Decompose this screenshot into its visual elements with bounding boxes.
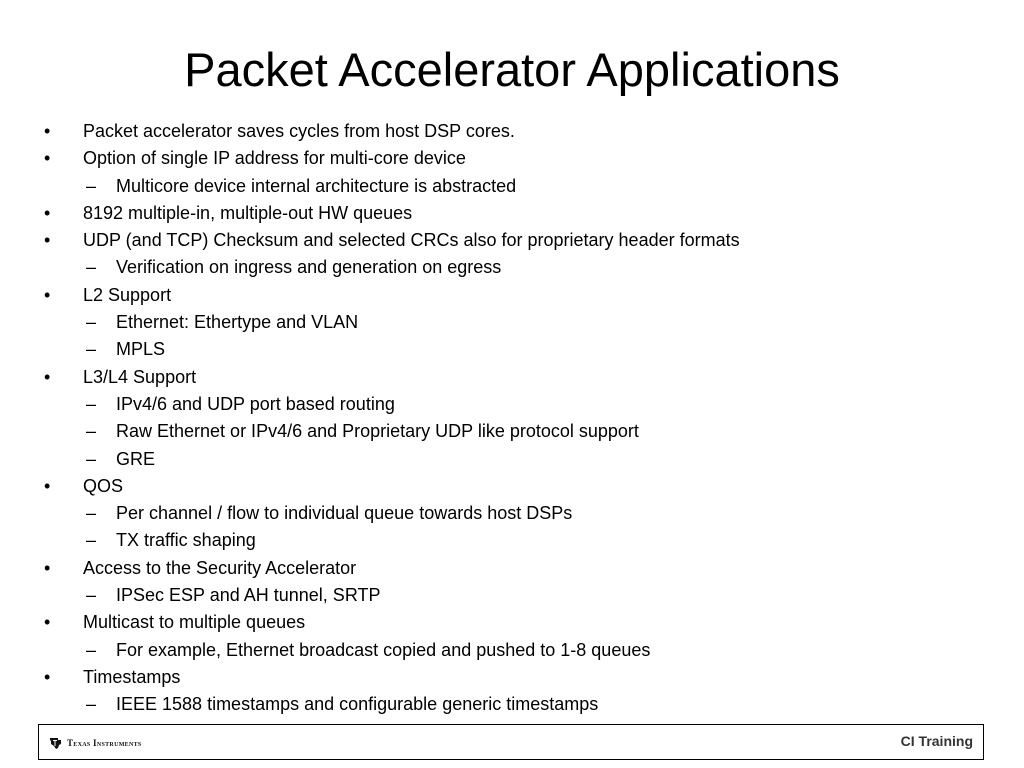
slide-title: Packet Accelerator Applications bbox=[184, 43, 840, 96]
bullet-text: 8192 multiple-in, multiple-out HW queues bbox=[83, 202, 413, 223]
bullet-text: QOS bbox=[83, 475, 124, 496]
bullet-text: GRE bbox=[116, 448, 156, 469]
bullet-text: Access to the Security Accelerator bbox=[83, 557, 357, 578]
dash-marker: – bbox=[86, 421, 97, 442]
bullet-text: Verification on ingress and generation o… bbox=[116, 257, 502, 278]
bullet-marker: • bbox=[44, 230, 51, 251]
bullet-item: • QOS bbox=[0, 473, 1024, 500]
bullet-item: • Packet accelerator saves cycles from ho… bbox=[0, 118, 1024, 145]
sub-bullet-item: –For example, Ethernet broadcast copied … bbox=[0, 637, 1024, 664]
dash-marker: – bbox=[86, 175, 97, 196]
bullet-text: Packet accelerator saves cycles from hos… bbox=[83, 121, 515, 141]
bullet-marker: • bbox=[44, 475, 51, 496]
bullet-text: Per channel / flow to individual queue t… bbox=[116, 503, 573, 524]
bullet-text: Multicast to multiple queues bbox=[83, 612, 306, 633]
bullet-text: UDP (and TCP) Checksum and selected CRCs… bbox=[83, 230, 740, 251]
bullet-item: • Access to the Security Accelerator bbox=[0, 555, 1024, 582]
bullet-text: Option of single IP address for multi-co… bbox=[83, 148, 466, 169]
bullet-text: L3/L4 Support bbox=[83, 366, 197, 387]
sub-bullet-item: –MPLS bbox=[0, 336, 1024, 363]
bullet-marker: • bbox=[44, 612, 51, 633]
dash-marker: – bbox=[86, 530, 97, 551]
bullet-marker: • bbox=[44, 148, 51, 169]
sub-bullet-item: –IPSec ESP and AH tunnel, SRTP bbox=[0, 582, 1024, 609]
company-name: Texas Instruments bbox=[67, 738, 142, 748]
bullet-item: • Option of single IP address for multi-c… bbox=[0, 145, 1024, 172]
sub-bullet-item: –IEEE 1588 timestamps and configurable g… bbox=[0, 691, 1024, 718]
bullet-text: IPv4/6 and UDP port based routing bbox=[116, 393, 395, 414]
bullet-marker: • bbox=[44, 284, 51, 305]
sub-bullet-item: –Verification on ingress and generation … bbox=[0, 254, 1024, 281]
bullet-item: • L3/L4 Support bbox=[0, 364, 1024, 391]
sub-bullet-item: –Ethernet: Ethertype and VLAN bbox=[0, 309, 1024, 336]
dash-marker: – bbox=[86, 694, 97, 715]
bullet-text: For example, Ethernet broadcast copied a… bbox=[116, 639, 651, 660]
dash-marker: – bbox=[86, 585, 97, 606]
bullet-item: • UDP (and TCP) Checksum and selected CRC… bbox=[0, 227, 1024, 254]
bullet-text: IPSec ESP and AH tunnel, SRTP bbox=[116, 585, 381, 606]
bullet-marker: • bbox=[44, 121, 51, 141]
bullet-item: • Timestamps bbox=[0, 664, 1024, 691]
bullet-text: Multicore device internal architecture i… bbox=[116, 175, 517, 196]
dash-marker: – bbox=[86, 393, 97, 414]
bullet-list: • Packet accelerator saves cycles from ho… bbox=[0, 118, 1024, 719]
footer-label: CI Training bbox=[900, 733, 973, 749]
footer-bar: Texas Instruments CI Training bbox=[38, 724, 984, 760]
sub-bullet-item: –TX traffic shaping bbox=[0, 527, 1024, 554]
dash-marker: – bbox=[86, 639, 97, 660]
bullet-marker: • bbox=[44, 557, 51, 578]
bullet-text: Timestamps bbox=[83, 666, 181, 687]
dash-marker: – bbox=[86, 448, 97, 469]
bullet-item: • 8192 multiple-in, multiple-out HW queue… bbox=[0, 200, 1024, 227]
bullet-item: • L2 Support bbox=[0, 282, 1024, 309]
bullet-text: Raw Ethernet or IPv4/6 and Proprietary U… bbox=[116, 421, 639, 442]
sub-bullet-item: –Raw Ethernet or IPv4/6 and Proprietary … bbox=[0, 418, 1024, 445]
bullet-text: IEEE 1588 timestamps and configurable ge… bbox=[116, 694, 599, 715]
sub-bullet-item: –IPv4/6 and UDP port based routing bbox=[0, 391, 1024, 418]
bullet-text: Ethernet: Ethertype and VLAN bbox=[116, 312, 359, 333]
dash-marker: – bbox=[86, 257, 97, 278]
bullet-marker: • bbox=[44, 202, 51, 223]
sub-bullet-item: –Multicore device internal architecture … bbox=[0, 173, 1024, 200]
bullet-text: MPLS bbox=[116, 339, 166, 360]
bullet-marker: • bbox=[44, 366, 51, 387]
bullet-text: TX traffic shaping bbox=[116, 530, 256, 551]
dash-marker: – bbox=[86, 339, 97, 360]
ti-logo-icon bbox=[50, 738, 61, 749]
dash-marker: – bbox=[86, 312, 97, 333]
bullet-marker: • bbox=[44, 666, 51, 687]
sub-bullet-item: –Per channel / flow to individual queue … bbox=[0, 500, 1024, 527]
bullet-item: • Multicast to multiple queues bbox=[0, 609, 1024, 636]
sub-bullet-item: –GRE bbox=[0, 446, 1024, 473]
dash-marker: – bbox=[86, 503, 97, 524]
bullet-text: L2 Support bbox=[83, 284, 172, 305]
ti-logo: Texas Instruments bbox=[49, 734, 142, 752]
